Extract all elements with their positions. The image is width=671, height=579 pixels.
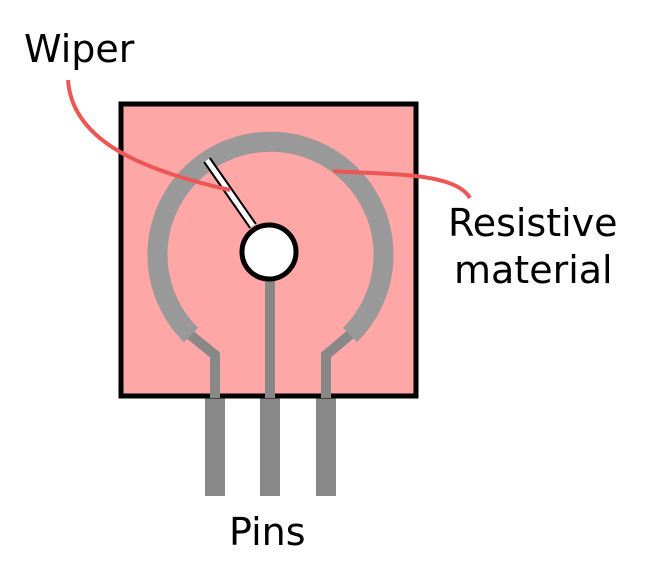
trace-left — [184, 329, 220, 398]
label-resistive-line1: Resistive — [448, 201, 618, 245]
label-resistive-line2: material — [454, 248, 613, 292]
pin-right — [316, 396, 336, 496]
resistive-pointer-line — [332, 169, 472, 200]
label-wiper: Wiper — [24, 27, 135, 71]
resistive-track — [147, 131, 394, 343]
pin-left — [205, 396, 225, 496]
label-pins: Pins — [229, 510, 306, 554]
wiper-knob — [239, 222, 299, 282]
wiper-arm — [204, 158, 256, 228]
wiper-pointer-line — [66, 79, 231, 192]
pin-center — [260, 396, 280, 496]
trace-right — [321, 329, 356, 398]
